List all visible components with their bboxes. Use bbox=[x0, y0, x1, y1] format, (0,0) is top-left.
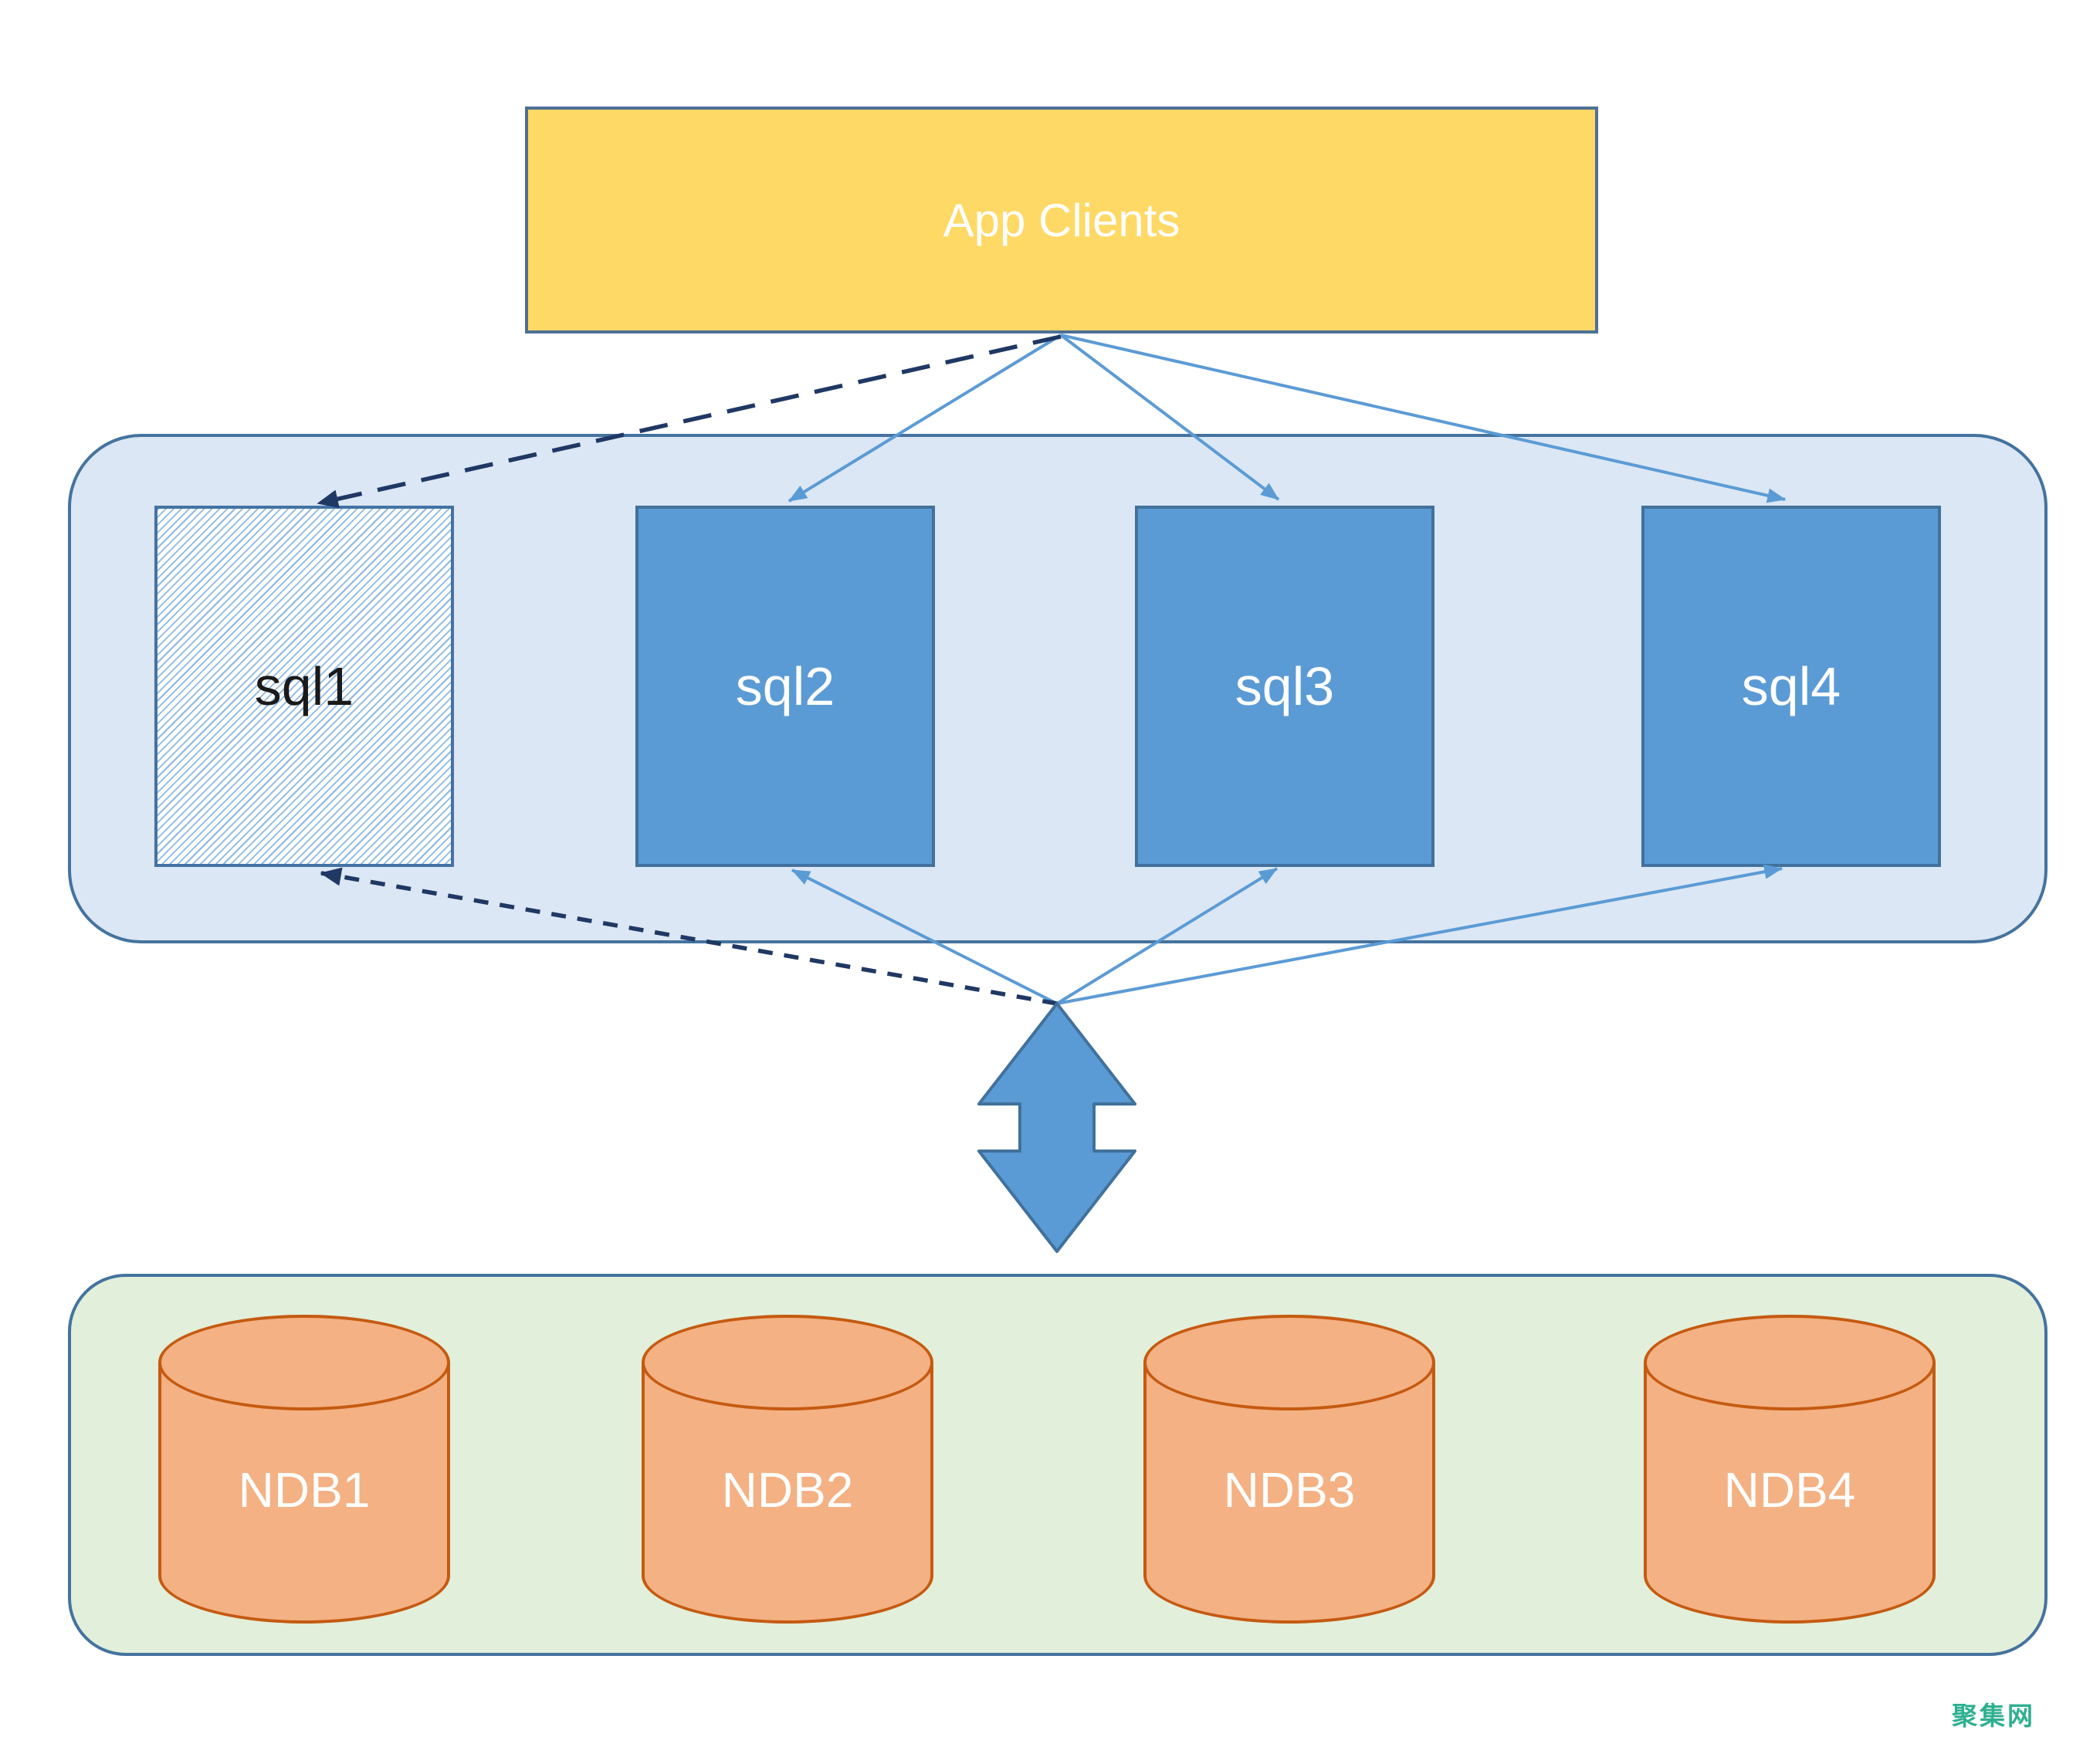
database-cylinder-top-icon bbox=[158, 1315, 450, 1410]
ndb-node-1-label: NDB1 bbox=[238, 1462, 371, 1518]
ndb-node-3-label: NDB3 bbox=[1223, 1462, 1356, 1518]
app-clients-box: App Clients bbox=[525, 107, 1598, 334]
ndb-node-2: NDB2 bbox=[642, 1315, 933, 1624]
sql-node-3-label: sql3 bbox=[1235, 656, 1335, 716]
sql-node-2-label: sql2 bbox=[735, 656, 835, 716]
watermark: 聚集网 bbox=[1952, 1701, 2035, 1730]
ndb-node-3: NDB3 bbox=[1143, 1315, 1435, 1624]
sql-node-3: sql3 bbox=[1135, 506, 1434, 867]
database-cylinder-top-icon bbox=[1644, 1315, 1936, 1410]
sql-node-4: sql4 bbox=[1641, 506, 1941, 867]
sql-node-1: sql1 bbox=[154, 506, 454, 867]
app-clients-label: App Clients bbox=[943, 194, 1180, 246]
ndb-node-4: NDB4 bbox=[1644, 1315, 1936, 1624]
sql-node-1-label: sql1 bbox=[254, 656, 354, 716]
ndb-node-1: NDB1 bbox=[158, 1315, 450, 1624]
ndb-node-4-label: NDB4 bbox=[1723, 1462, 1856, 1518]
database-cylinder-top-icon bbox=[642, 1315, 933, 1410]
ndb-node-2-label: NDB2 bbox=[721, 1462, 854, 1518]
bidirectional-arrow-icon bbox=[977, 1002, 1136, 1253]
database-cylinder-top-icon bbox=[1143, 1315, 1435, 1410]
sql-node-2: sql2 bbox=[635, 506, 935, 867]
sql-node-4-label: sql4 bbox=[1741, 656, 1841, 716]
